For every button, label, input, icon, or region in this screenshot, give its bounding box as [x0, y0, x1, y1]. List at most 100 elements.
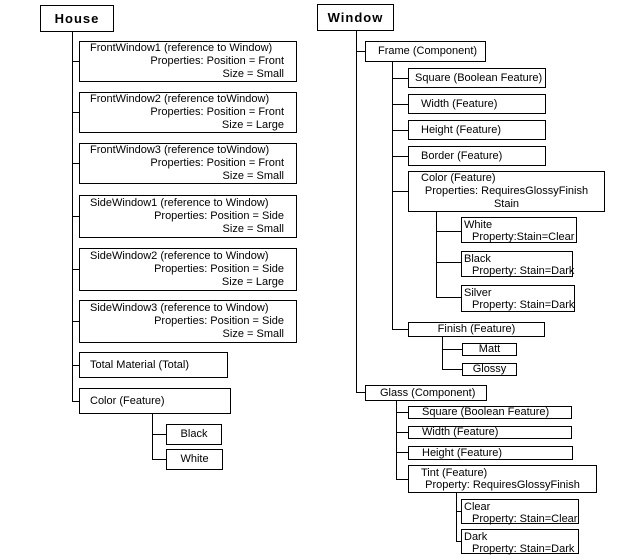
- connector-stub: [456, 511, 461, 512]
- node-line: SideWindow3 (reference to Window): [90, 302, 269, 314]
- node-finish-glossy: Glossy: [462, 363, 517, 376]
- node-line: SideWindow1 (reference to Window): [90, 197, 269, 209]
- node-frame-width: Width (Feature): [408, 94, 546, 114]
- node-line: Width (Feature): [422, 426, 499, 438]
- connector-stub: [72, 269, 79, 270]
- connector-stub: [442, 369, 462, 370]
- connector-stub: [442, 349, 462, 350]
- node-line: Property: Stain=Dark: [472, 299, 575, 311]
- node-line: Properties: Position = Side: [154, 315, 284, 327]
- house-color-trunk-line: [152, 414, 153, 460]
- house-root-label: House: [54, 11, 100, 26]
- frame-trunk-line: [392, 62, 393, 330]
- connector-stub: [72, 365, 79, 366]
- connector-stub: [152, 434, 166, 435]
- node-tint-dark: Dark Property: Stain=Dark: [461, 529, 579, 555]
- node-frame-color-black: Black Property: Stain=Dark: [461, 251, 574, 277]
- node-line: FrontWindow1 (reference to Window): [90, 42, 273, 54]
- node-glass-width: Width (Feature): [408, 426, 572, 439]
- node-house-color-black: Black: [166, 424, 222, 445]
- node-line: Property:Stain=Clear: [472, 231, 575, 243]
- node-line: Square (Boolean Feature): [422, 406, 550, 418]
- node-line: Dark: [464, 531, 488, 543]
- node-front-window1: FrontWindow1 (reference to Window) Prope…: [79, 41, 297, 82]
- node-line: Silver: [464, 287, 492, 299]
- node-line: Height (Feature): [421, 123, 502, 136]
- node-glass-square: Square (Boolean Feature): [408, 406, 572, 419]
- tint-trunk-line: [456, 493, 457, 542]
- node-line: White: [464, 219, 493, 231]
- connector-stub: [392, 78, 408, 79]
- node-frame-finish: Finish (Feature): [408, 322, 545, 337]
- node-frame-height: Height (Feature): [408, 120, 546, 140]
- node-line: Stain: [493, 198, 520, 210]
- node-line: Color (Feature): [90, 394, 165, 407]
- node-tint-clear: Clear Property: Stain=Clear: [461, 499, 579, 525]
- connector-stub: [72, 61, 79, 62]
- node-line: Properties: Position = Front: [150, 55, 284, 67]
- node-frame-color: Color (Feature) Properties: RequiresGlos…: [408, 171, 605, 212]
- node-line: Size = Small: [222, 68, 284, 80]
- node-front-window3: FrontWindow3 (reference toWindow) Proper…: [79, 143, 297, 184]
- node-line: White: [180, 453, 209, 465]
- connector-stub: [72, 216, 79, 217]
- node-frame-color-silver: Silver Property: Stain=Dark: [461, 285, 575, 312]
- connector-stub: [356, 51, 365, 52]
- node-line: Size = Small: [222, 223, 284, 235]
- node-line: Square (Boolean Feature): [415, 71, 543, 84]
- connector-stub: [436, 262, 461, 263]
- node-line: Border (Feature): [421, 149, 503, 162]
- node-frame-border: Border (Feature): [408, 146, 546, 166]
- node-line: FrontWindow2 (reference toWindow): [90, 93, 270, 105]
- node-line: Finish (Feature): [437, 323, 516, 335]
- node-house-color: Color (Feature): [79, 388, 231, 414]
- node-line: Glossy: [472, 363, 507, 375]
- node-line: Size = Large: [221, 119, 284, 131]
- connector-stub: [392, 130, 408, 131]
- node-line: Properties: Position = Side: [154, 263, 284, 275]
- node-line: Property: RequiresGlossyFinish: [425, 479, 580, 491]
- node-line: Frame (Component): [378, 45, 478, 57]
- node-frame-square: Square (Boolean Feature): [408, 68, 546, 88]
- connector-stub: [396, 479, 408, 480]
- node-line: Size = Small: [222, 170, 284, 182]
- node-line: Properties: Position = Side: [154, 210, 284, 222]
- node-line: Color (Feature): [421, 172, 496, 184]
- node-side-window2: SideWindow2 (reference to Window) Proper…: [79, 248, 297, 291]
- node-finish-matt: Matt: [462, 343, 517, 356]
- node-line: Tint (Feature): [421, 467, 488, 479]
- node-line: Clear: [464, 501, 491, 513]
- connector-stub: [396, 432, 408, 433]
- node-line: Matt: [478, 343, 501, 355]
- node-line: Properties: Position = Front: [150, 106, 284, 118]
- node-total-material: Total Material (Total): [79, 352, 228, 378]
- frame-color-trunk-line: [436, 212, 437, 298]
- node-line: Black: [180, 428, 208, 440]
- glass-trunk-line: [396, 401, 397, 479]
- node-frame-color-white: White Property:Stain=Clear: [461, 217, 577, 243]
- node-line: Height (Feature): [422, 446, 503, 459]
- connector-stub: [396, 412, 408, 413]
- node-glass-tint: Tint (Feature) Property: RequiresGlossyF…: [408, 465, 597, 493]
- node-front-window2: FrontWindow2 (reference toWindow) Proper…: [79, 92, 297, 133]
- connector-stub: [392, 329, 408, 330]
- node-line: Properties: Position = Front: [150, 157, 284, 169]
- node-line: Size = Small: [222, 328, 284, 340]
- node-line: Width (Feature): [421, 97, 498, 110]
- node-line: Glass (Component): [380, 386, 476, 399]
- node-line: SideWindow2 (reference to Window): [90, 250, 269, 262]
- connector-stub: [72, 112, 79, 113]
- house-root-box: House: [40, 5, 114, 32]
- node-glass: Glass (Component): [365, 385, 487, 401]
- node-line: Property: Stain=Clear: [472, 513, 578, 525]
- node-frame: Frame (Component): [365, 41, 486, 62]
- connector-stub: [436, 231, 461, 232]
- connector-stub: [356, 392, 365, 393]
- node-house-color-white: White: [166, 449, 223, 470]
- connector-stub: [72, 401, 79, 402]
- window-root-box: Window: [317, 4, 394, 31]
- connector-stub: [436, 297, 461, 298]
- connector-stub: [72, 163, 79, 164]
- connector-stub: [152, 459, 166, 460]
